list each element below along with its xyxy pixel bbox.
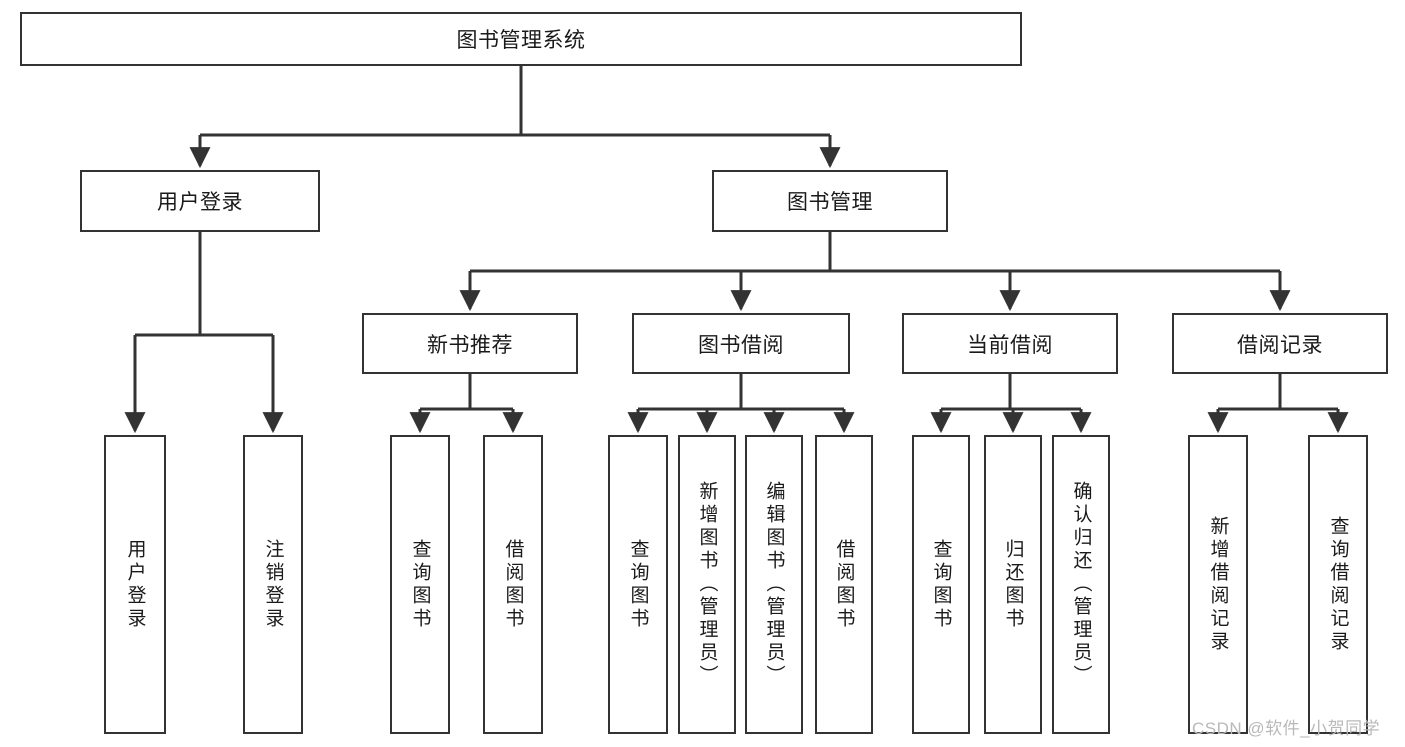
node-label: 图书管理 [787,191,873,214]
node-leaf-2[interactable]: 查询图书 [390,435,450,734]
node-leaf-10[interactable]: 确认归还（管理员） [1052,435,1110,734]
node-leaf-8[interactable]: 查询图书 [912,435,970,734]
node-label: 确认归还（管理员） [1070,481,1092,688]
node-leaf-4[interactable]: 查询图书 [608,435,668,734]
node-label: 注销登录 [262,538,284,631]
node-root[interactable]: 图书管理系统 [20,12,1022,66]
node-level2-1[interactable]: 图书管理 [712,170,948,232]
node-leaf-12[interactable]: 查询借阅记录 [1308,435,1368,734]
node-label: 借阅记录 [1237,333,1323,357]
node-label: 归还图书 [1002,538,1024,631]
node-label: 用户登录 [124,538,146,631]
node-label: 借阅图书 [502,538,524,631]
node-leaf-5[interactable]: 新增图书（管理员） [678,435,736,734]
node-leaf-7[interactable]: 借阅图书 [815,435,873,734]
node-leaf-3[interactable]: 借阅图书 [483,435,543,734]
node-leaf-6[interactable]: 编辑图书（管理员） [745,435,803,734]
node-label: 用户登录 [157,191,243,214]
watermark: CSDN @软件_小贺同学 [1192,719,1381,738]
node-leaf-11[interactable]: 新增借阅记录 [1188,435,1248,734]
node-label: 查询图书 [409,538,431,631]
node-level3-1[interactable]: 图书借阅 [632,313,850,374]
node-label: 图书管理系统 [456,29,586,52]
node-label: 查询图书 [627,538,649,631]
node-leaf-0[interactable]: 用户登录 [104,435,166,734]
node-level2-0[interactable]: 用户登录 [80,170,320,232]
node-leaf-1[interactable]: 注销登录 [243,435,303,734]
node-label: 新增借阅记录 [1207,515,1229,654]
node-label: 当前借阅 [967,333,1053,357]
node-label: 查询借阅记录 [1327,515,1349,654]
node-label: 图书借阅 [698,333,784,357]
node-level3-2[interactable]: 当前借阅 [902,313,1118,374]
node-label: 查询图书 [930,538,952,631]
node-label: 编辑图书（管理员） [763,481,785,688]
node-level3-3[interactable]: 借阅记录 [1172,313,1388,374]
node-leaf-9[interactable]: 归还图书 [984,435,1042,734]
node-label: 借阅图书 [833,538,855,631]
node-label: 新增图书（管理员） [696,481,718,688]
node-label: 新书推荐 [427,333,513,357]
node-level3-0[interactable]: 新书推荐 [362,313,578,374]
